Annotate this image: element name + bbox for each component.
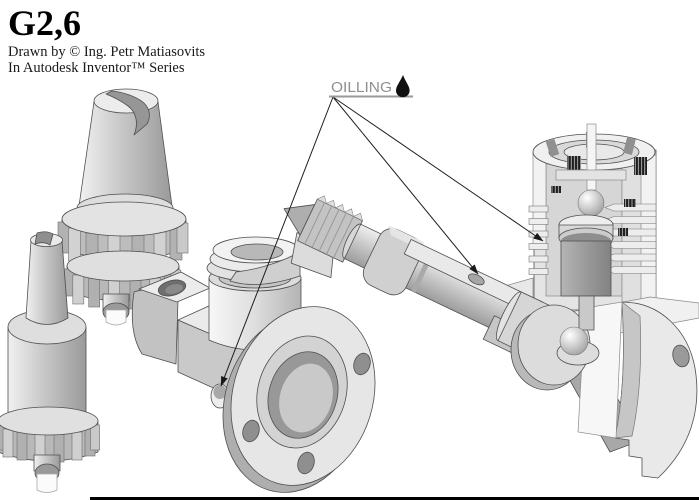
gear-shaft-lower — [0, 231, 100, 493]
leader-line-3 — [332, 96, 544, 242]
oiling-annotation: OILLING — [220, 75, 544, 387]
sheet-frame-bottom — [90, 497, 699, 500]
cam-lobe — [362, 228, 423, 296]
leader-line-1 — [220, 96, 334, 387]
pump-housing — [131, 236, 376, 493]
annotation-label: OILLING — [331, 79, 392, 96]
leader-line-2 — [332, 96, 479, 275]
bolt-hole — [242, 419, 260, 443]
credit-line-1: Drawn by © Ing. Petr Matiasovits — [8, 44, 206, 60]
oval-flange — [222, 306, 376, 493]
helical-slot — [105, 90, 150, 136]
credit-line-2: In Autodesk Inventor™ Series — [8, 60, 185, 77]
mounting-flange-cutaway — [558, 296, 699, 479]
gear-shaft-upper — [57, 88, 189, 326]
bolt-hole — [353, 352, 371, 376]
plunger-stem — [578, 295, 595, 331]
ball-joint — [559, 326, 589, 356]
plunger — [560, 240, 612, 297]
check-ball — [577, 189, 605, 217]
knurled-ring — [316, 195, 363, 222]
bolt-hole — [672, 344, 690, 368]
flange-bore-wall — [614, 301, 642, 439]
oil-dimple — [467, 273, 485, 286]
oil-drop-icon — [396, 75, 410, 98]
helical-slot — [34, 231, 54, 246]
bolt-hole — [297, 451, 315, 475]
page-title: G2,6 — [8, 3, 82, 43]
pump-element-cutaway — [504, 123, 657, 321]
title-block: G2,6 Drawn by © Ing. Petr Matiasovits In… — [8, 2, 205, 76]
helical-barrel — [206, 236, 302, 351]
